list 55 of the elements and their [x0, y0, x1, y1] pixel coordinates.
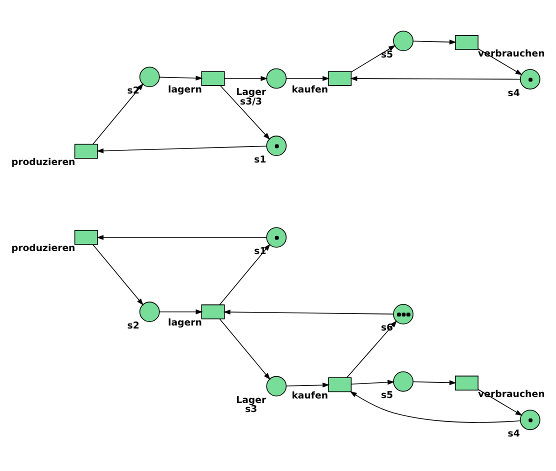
- node-label: s5: [380, 390, 394, 402]
- node-circle: [393, 30, 414, 52]
- arrow: [219, 244, 270, 306]
- node-label: lagern: [168, 318, 202, 329]
- node-label: s3: [245, 404, 258, 416]
- arrow: [350, 76, 521, 82]
- node-box: [74, 144, 98, 159]
- arrow: [96, 234, 267, 240]
- node-label: s3/3: [240, 96, 262, 108]
- node-label: Lager: [236, 87, 266, 98]
- node-circle: [266, 376, 287, 396]
- node-label: s4: [508, 88, 520, 99]
- arrow: [350, 391, 521, 423]
- arrow: [346, 320, 398, 378]
- node-label: produzieren: [11, 157, 76, 168]
- arrow: [96, 146, 267, 154]
- node-box: [74, 230, 98, 245]
- arrow: [223, 310, 394, 315]
- node-box: [328, 377, 352, 392]
- arrow: [286, 382, 330, 388]
- arrow: [92, 244, 144, 306]
- node-label: lagern: [168, 84, 202, 96]
- node-label: Lager: [236, 394, 266, 406]
- node-box: [454, 376, 478, 391]
- arrow: [92, 83, 144, 145]
- node-label: produzieren: [11, 243, 76, 254]
- node-label: kaufen: [292, 84, 328, 96]
- node-box: [201, 71, 225, 86]
- arrow: [412, 40, 456, 45]
- arrow: [286, 76, 330, 81]
- arrow: [224, 76, 268, 81]
- node-circle: [266, 68, 287, 89]
- node-box: [454, 35, 478, 50]
- node-circle: [139, 66, 160, 88]
- node-circle: [393, 371, 414, 392]
- arrow: [412, 380, 456, 386]
- arrow: [159, 76, 203, 81]
- node-box: [328, 71, 352, 86]
- arrow: [220, 85, 270, 140]
- node-circle: [266, 227, 287, 248]
- node-label: kaufen: [292, 390, 328, 402]
- node-circle: [520, 69, 540, 90]
- node-circle: [139, 302, 160, 322]
- arrow: [159, 309, 203, 314]
- arrow: [219, 318, 270, 380]
- node-label: s4: [508, 428, 520, 440]
- node-box: [201, 304, 225, 320]
- node-circle: [393, 304, 414, 324]
- node-label: s5: [380, 49, 394, 60]
- arrow: [351, 45, 396, 72]
- node-circle: [520, 410, 540, 430]
- node-circle: [266, 136, 287, 156]
- arrow: [351, 380, 395, 385]
- node-label: s1: [254, 154, 266, 166]
- node-label: s2: [127, 320, 140, 332]
